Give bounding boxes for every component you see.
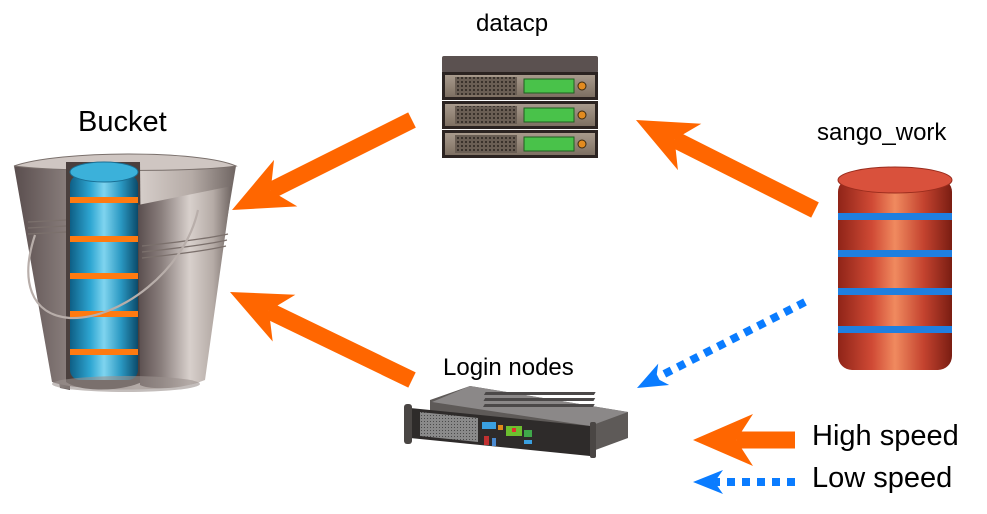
arrow-head bbox=[693, 470, 723, 494]
bucket-front-wall bbox=[138, 186, 232, 389]
rack-unit bbox=[442, 130, 598, 158]
arrow-datacp-to-bucket bbox=[232, 112, 416, 210]
rackmount-server-icon bbox=[404, 386, 628, 458]
arrows-layer bbox=[230, 112, 819, 388]
bucket-with-database-icon bbox=[13, 153, 238, 392]
rack-server-stack-icon bbox=[442, 56, 598, 158]
arrow-login-nodes-to-bucket bbox=[230, 292, 416, 388]
arrow-shaft bbox=[265, 303, 416, 388]
arrow-shaft bbox=[266, 112, 416, 199]
legend-low-speed-label: Low speed bbox=[812, 462, 953, 494]
arrow-shaft bbox=[670, 131, 819, 218]
legend-high-speed-label: High speed bbox=[812, 420, 959, 452]
login-nodes-label: Login nodes bbox=[443, 354, 574, 381]
legend-arrows bbox=[693, 414, 795, 494]
rack-unit bbox=[442, 101, 598, 129]
arrow-sango-work-to-datacp bbox=[636, 120, 819, 218]
arrow-sango-work-to-login-nodes bbox=[637, 298, 807, 388]
arrow-head bbox=[637, 363, 670, 388]
bucket-label: Bucket bbox=[78, 106, 167, 138]
rack-unit bbox=[442, 72, 598, 100]
bucket-ribs bbox=[27, 219, 229, 259]
database-cylinder-icon bbox=[837, 166, 953, 370]
arrow-head bbox=[232, 159, 298, 210]
arrow-head bbox=[693, 414, 753, 466]
arrow-head bbox=[636, 120, 702, 171]
datacp-label: datacp bbox=[476, 10, 549, 37]
legend-high-speed-arrow bbox=[693, 414, 795, 466]
arrow-shaft bbox=[654, 298, 807, 382]
arrow-head bbox=[230, 292, 296, 342]
server-top-vents bbox=[483, 392, 596, 407]
bucket-handle bbox=[27, 209, 200, 320]
bucket-database-stack bbox=[69, 161, 139, 380]
legend-low-speed-arrow bbox=[693, 470, 795, 494]
sango-work-label: sango_work bbox=[817, 119, 947, 146]
